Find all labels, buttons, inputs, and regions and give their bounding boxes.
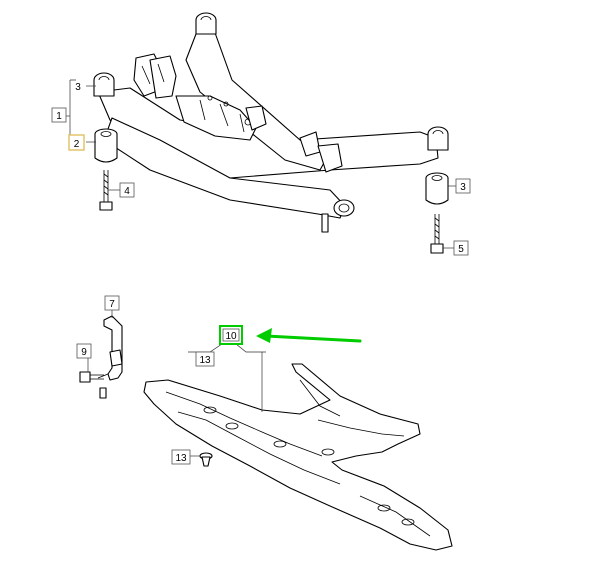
svg-text:2: 2 [74, 139, 80, 150]
svg-text:4: 4 [124, 186, 130, 197]
callout-4: 4 [119, 182, 135, 198]
bolt-5 [430, 214, 444, 254]
callout-5: 5 [453, 240, 469, 256]
bolt-4 [99, 170, 113, 211]
svg-text:5: 5 [458, 244, 464, 255]
callout-3-right: 3 [455, 178, 471, 194]
callout-9: 9 [76, 343, 92, 359]
bracket-7 [97, 315, 123, 381]
svg-text:10: 10 [225, 331, 237, 342]
bush-left [94, 128, 118, 163]
svg-text:13: 13 [199, 355, 211, 366]
callout-2-highlighted: 2 [68, 134, 85, 151]
bolt-9 [79, 371, 107, 399]
callout-7: 7 [104, 295, 120, 311]
svg-text:7: 7 [109, 299, 115, 310]
callout-13-lower: 13 [171, 449, 191, 465]
callout-3-left: 3 [75, 82, 81, 93]
bush-right [425, 172, 449, 205]
clip-13 [199, 452, 213, 467]
rear-subframe [93, 12, 449, 233]
svg-text:1: 1 [56, 111, 62, 122]
highlight-arrow [256, 328, 362, 343]
callout-10-highlighted: 10 [219, 325, 243, 345]
svg-text:13: 13 [175, 453, 187, 464]
underbody-panel-10 [143, 363, 453, 551]
callout-13-upper: 13 [195, 351, 215, 367]
callout-1: 1 [51, 107, 67, 123]
svg-text:9: 9 [81, 347, 87, 358]
svg-text:3: 3 [75, 82, 81, 93]
svg-text:3: 3 [460, 182, 466, 193]
